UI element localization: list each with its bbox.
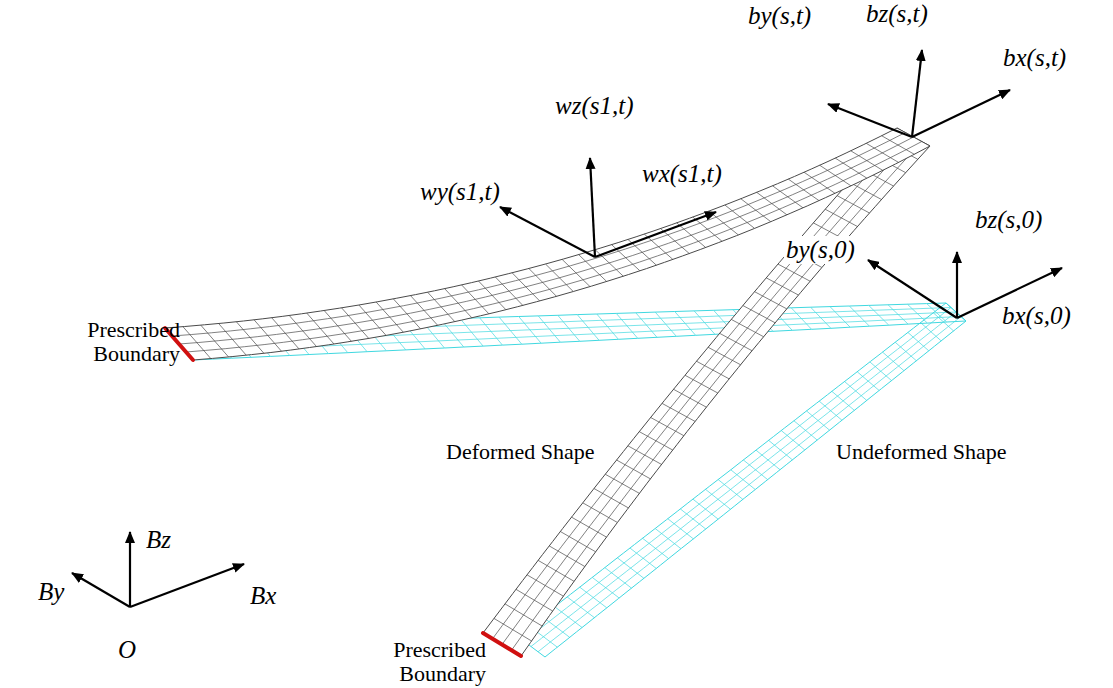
mesh-line [493, 133, 906, 639]
beam-surface [483, 128, 930, 656]
frame-label: wz(s1,t) [555, 92, 633, 120]
boundary-label: Prescribed Boundary [60, 318, 180, 366]
frame-label: bz(s,t) [866, 0, 928, 28]
axis-label: Bz [146, 526, 171, 554]
frame-label: bx(s,t) [1003, 44, 1066, 72]
frame-label: wx(s1,t) [642, 160, 722, 188]
axis-arrow [912, 90, 1010, 137]
mesh-line [179, 137, 914, 344]
mesh-line [186, 142, 922, 353]
frame-label: by(s,t) [748, 2, 811, 30]
mesh-line [512, 142, 922, 651]
undeformed-mesh [165, 303, 966, 657]
boundary-mark [483, 633, 521, 656]
beam-surface [165, 128, 930, 360]
deformed-mesh [165, 128, 930, 656]
axis-arrow [500, 207, 595, 257]
axis-arrow [956, 252, 958, 318]
axis-label: Bx [250, 582, 276, 610]
axis-arrow [590, 158, 595, 257]
axis-arrow [868, 260, 957, 318]
shape-label: Deformed Shape [446, 440, 594, 464]
axis-arrow [828, 104, 912, 137]
axis-arrow [130, 564, 244, 607]
frame-arrows [72, 50, 1062, 607]
axis-label: By [38, 578, 64, 606]
axis-label: O [118, 636, 136, 664]
axis-arrow [129, 532, 131, 607]
mesh-line [172, 133, 905, 337]
axis-arrow [595, 212, 716, 257]
axis-arrow [912, 50, 922, 137]
axis-arrow [72, 573, 130, 607]
frame-label: by(s,0) [784, 236, 857, 264]
frame-label: bz(s,0) [975, 206, 1042, 234]
frame-label: wy(s1,t) [420, 178, 500, 206]
boundary-label: Prescribed Boundary [366, 638, 486, 686]
shape-label: Undeformed Shape [836, 440, 1006, 464]
frame-label: bx(s,0) [1002, 302, 1071, 330]
mesh-line [531, 312, 956, 647]
